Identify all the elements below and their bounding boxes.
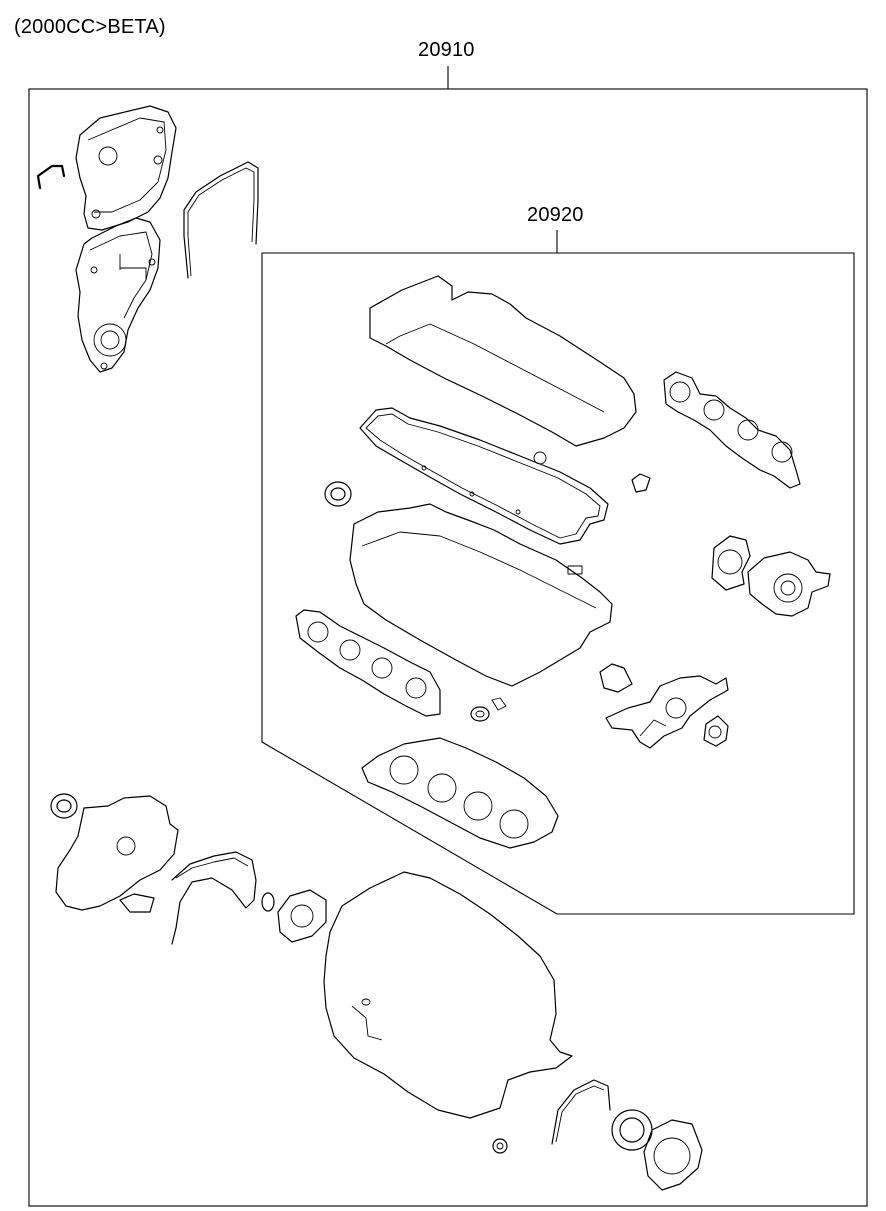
timing-cover-seal-strip-icon[interactable] <box>183 161 259 279</box>
cylinder-head-gasket-icon[interactable] <box>361 737 559 849</box>
oil-seal-case-gasket-icon[interactable] <box>551 1079 611 1145</box>
cylinder-head-icon[interactable] <box>349 503 613 687</box>
crankshaft-rear-seal-icon[interactable] <box>611 1109 653 1151</box>
front-case-gasket-icon[interactable] <box>55 795 179 911</box>
rocker-cover-gasket-icon[interactable] <box>359 407 609 545</box>
outer-kit-frame <box>28 66 868 1207</box>
oil-pan-gasket-icon[interactable] <box>323 871 573 1119</box>
inner-kit-frame <box>261 230 855 915</box>
timing-belt-cover-lower-icon[interactable] <box>75 217 161 373</box>
intake-manifold-gasket-icon[interactable] <box>295 609 441 717</box>
valve-stem-seal-icon[interactable] <box>470 697 507 722</box>
thermostat-gasket-icon[interactable] <box>703 715 729 747</box>
o-ring-icon[interactable] <box>261 892 275 912</box>
exhaust-manifold-gasket-icon[interactable] <box>663 371 801 489</box>
water-inlet-fitting-icon[interactable] <box>599 663 729 749</box>
camshaft-oil-seal-icon[interactable] <box>324 481 352 507</box>
water-pump-gasket-icon[interactable] <box>277 889 327 943</box>
rocker-cover-icon[interactable] <box>369 275 637 447</box>
oil-pump-gasket-small-icon[interactable] <box>119 893 155 913</box>
cylinder-head-gasket-kit-part-number[interactable]: 20920 <box>527 204 584 226</box>
crankshaft-front-seal-icon[interactable] <box>50 793 78 819</box>
timing-belt-cover-upper-icon[interactable] <box>75 105 177 231</box>
engine-variant-label: (2000CC>BETA) <box>14 16 166 38</box>
timing-cover-clip-icon[interactable] <box>36 164 66 190</box>
water-pump-icon[interactable] <box>711 535 831 617</box>
overhaul-gasket-kit-part-number[interactable]: 20910 <box>418 39 475 61</box>
small-oil-seal-icon[interactable] <box>492 1138 508 1154</box>
rear-seal-case-icon[interactable] <box>643 1119 703 1191</box>
oil-pump-case-gasket-icon[interactable] <box>171 851 257 945</box>
spark-plug-seal-icon[interactable] <box>631 473 651 493</box>
